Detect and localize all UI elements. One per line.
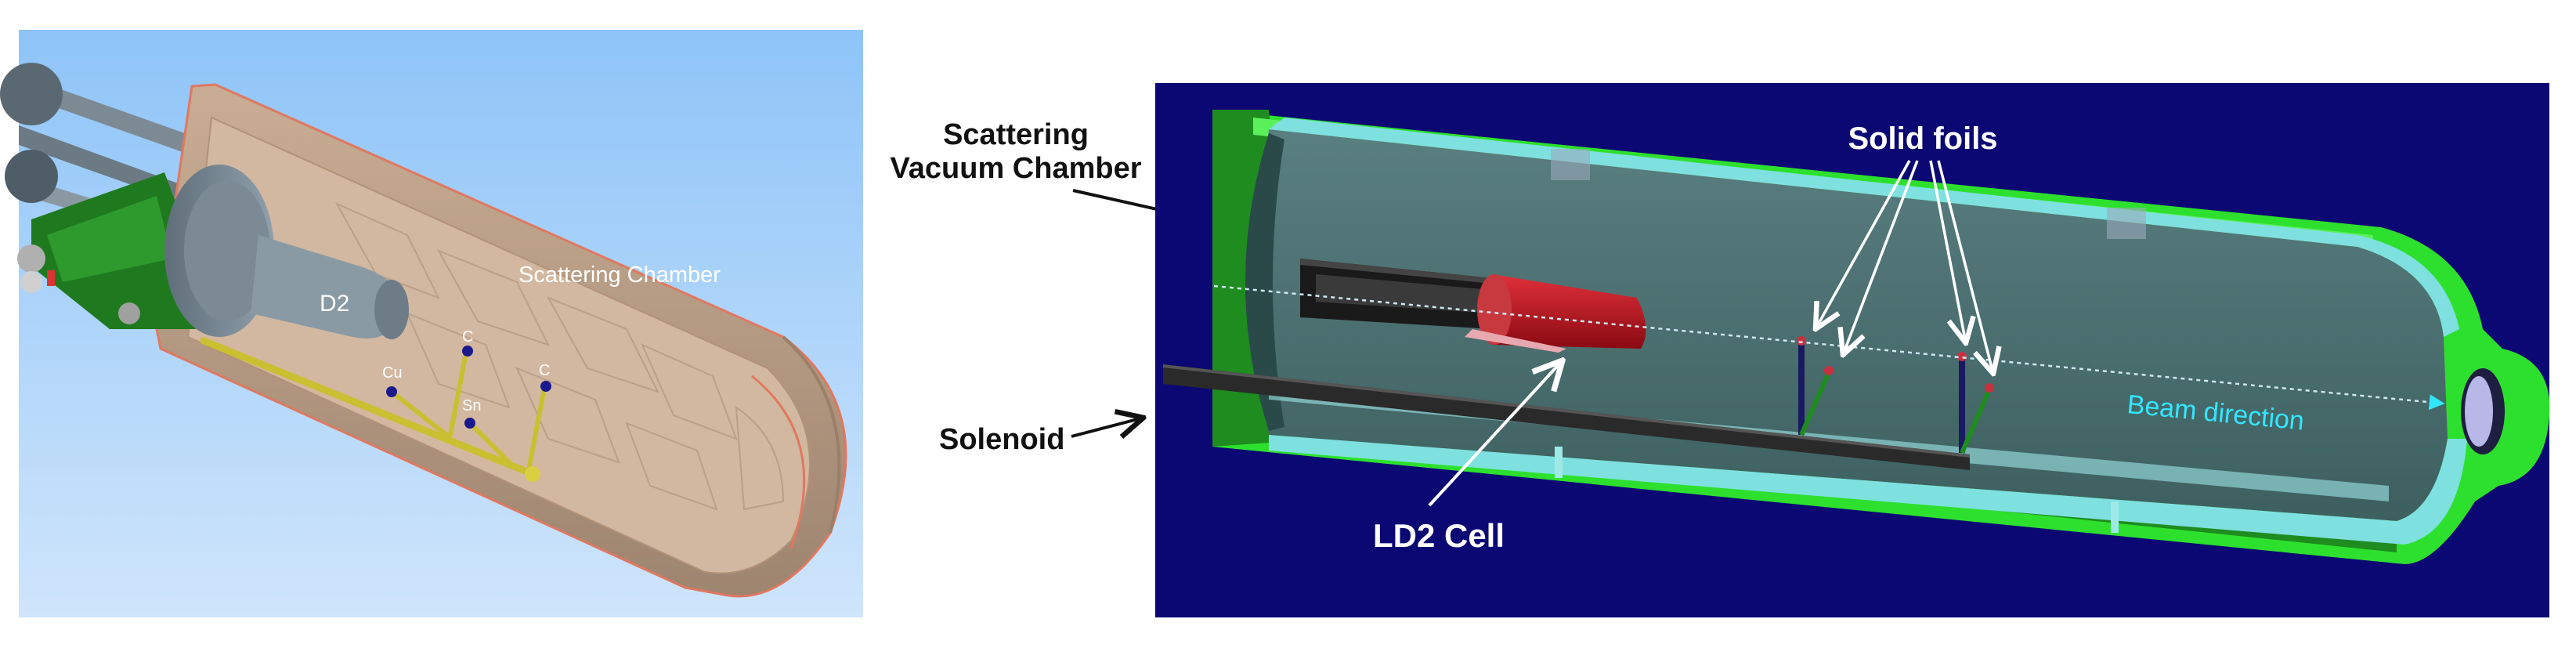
beam-line <box>1213 284 2445 411</box>
d2-label: D2 <box>320 291 349 317</box>
sn-label: Sn <box>462 397 481 415</box>
left-panel: D2 Scattering Chamber Cu C Sn C <box>0 30 863 617</box>
solenoid-label: Solenoid <box>939 423 1064 456</box>
foil-2a-dot <box>1957 352 1967 361</box>
sn-target-dot <box>464 418 475 429</box>
cu-label: Cu <box>382 364 403 382</box>
callouts: Scattering Vacuum Chamber Solenoid <box>891 118 1203 456</box>
c-upper-target-dot <box>462 346 473 357</box>
scattering-vacuum-chamber-label-line2: Vacuum Chamber <box>891 152 1142 185</box>
solenoid-bar <box>1163 364 1970 470</box>
d2-target-cap <box>164 165 409 339</box>
ld2-cell-label: LD2 Cell <box>1373 517 1505 554</box>
c-right-target-dot <box>540 381 551 392</box>
solid-target-ladder <box>200 337 547 482</box>
solid-foil-holders <box>1797 336 1994 454</box>
c-upper-label: C <box>462 328 473 346</box>
foil-2b-dot <box>1985 383 1994 393</box>
foil-1a-dot <box>1797 336 1806 346</box>
cu-target-dot <box>386 386 397 397</box>
scattering-chamber-label: Scattering Chamber <box>518 262 721 288</box>
ld2-cell-arrow <box>1428 360 1563 507</box>
solenoid-arrow <box>1071 418 1143 436</box>
beam-exit-window <box>2461 368 2505 454</box>
solid-foils-arrows <box>1815 160 1993 374</box>
scattering-vacuum-chamber-label-line1: Scattering <box>943 118 1089 151</box>
ld2-cell <box>1300 259 1646 353</box>
scattering-chamber-body <box>155 83 847 598</box>
target-markers <box>386 346 551 429</box>
c-right-label: C <box>539 362 550 379</box>
foil-1b-dot <box>1824 366 1834 375</box>
green-flange <box>17 172 196 329</box>
right-panel: Solid foils Beam direction LD2 Cell <box>1155 83 2550 617</box>
chamber-panel-pattern <box>334 201 785 511</box>
solid-foils-label: Solid foils <box>1848 121 1997 156</box>
